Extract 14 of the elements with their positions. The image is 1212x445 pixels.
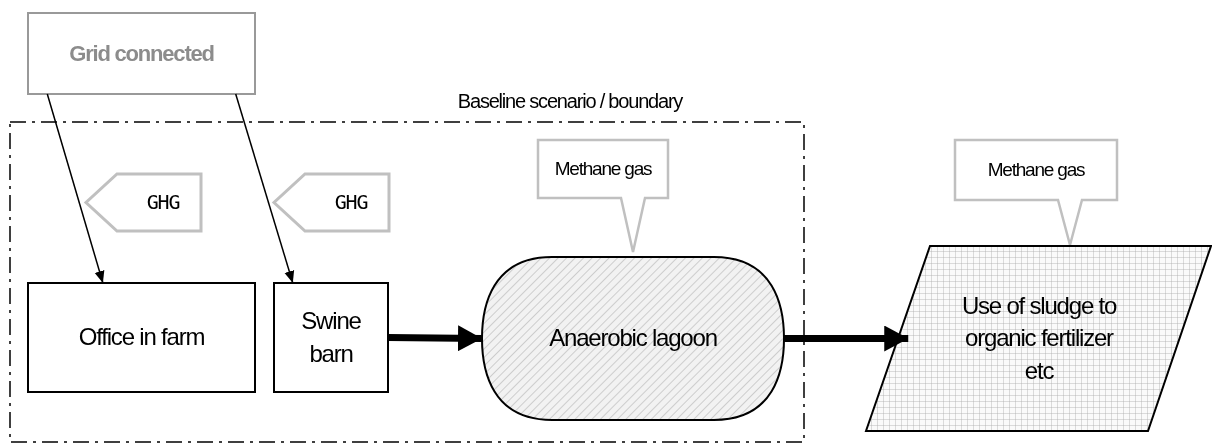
node-label: Office in farm — [78, 322, 205, 353]
node-label: Methane gas — [554, 157, 652, 182]
node-label: GHG — [334, 189, 368, 216]
node-label: Swine barn — [300, 306, 362, 369]
boundary-heading: Baseline scenario / boundary — [457, 88, 683, 114]
node-label: GHG — [146, 189, 180, 216]
arrow — [784, 325, 909, 352]
node-label: Anaerobic lagoon — [549, 323, 717, 354]
arrow — [234, 93, 295, 284]
arrow — [387, 325, 483, 352]
node-label: Methane gas — [987, 158, 1085, 183]
node-label: Grid connected — [69, 39, 214, 68]
arrow — [46, 93, 105, 284]
node-label: Use of sludge to organic fertilizer etc — [960, 290, 1118, 386]
